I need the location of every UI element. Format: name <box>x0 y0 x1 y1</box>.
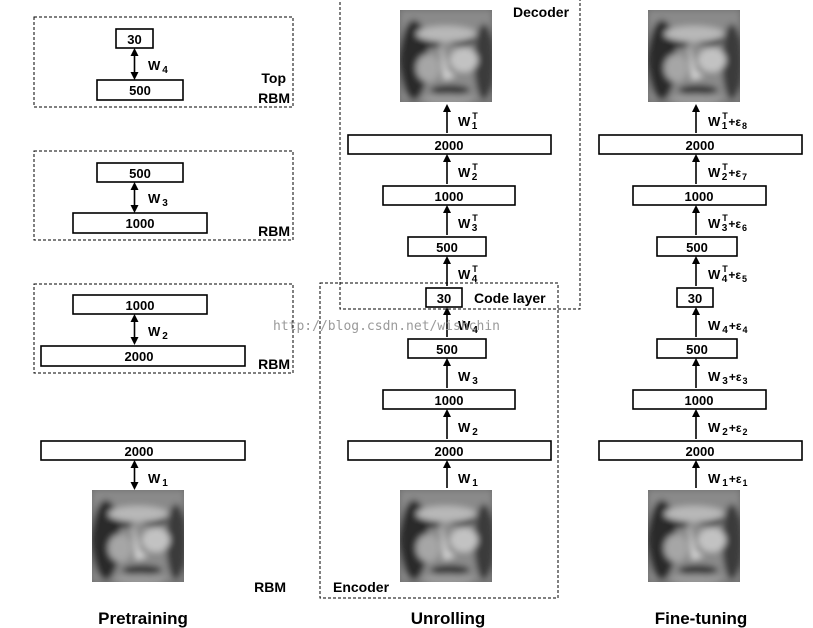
rbm3-frame <box>33 150 294 241</box>
finetuning-code-label: 30 <box>688 291 702 306</box>
encoder-frame <box>319 282 559 599</box>
rbm3-upper-label: 500 <box>129 166 151 181</box>
decoder-frame <box>339 0 581 310</box>
rbm3-upper-box <box>96 162 184 183</box>
pretraining-title: Pretraining <box>98 609 188 628</box>
rbm3-rbm-label: RBM <box>258 223 290 239</box>
rbm1-rbm-label: RBM <box>254 579 286 595</box>
unrolling-title: Unrolling <box>411 609 486 628</box>
encoder-label: Encoder <box>333 579 390 595</box>
unrolling-layer-1000-top-label: 1000 <box>435 189 464 204</box>
pretraining-face-image <box>92 490 186 586</box>
unrolling-layer-1000-bottom-label: 1000 <box>435 393 464 408</box>
rbm1-upper-box <box>40 440 246 461</box>
rbm3-lower-box <box>72 212 208 234</box>
unrolling-layer-2000-top-label: 2000 <box>435 138 464 153</box>
decoder-label: Decoder <box>513 4 570 20</box>
rbm-top-frame <box>33 16 294 108</box>
rbm4-upper-label: 30 <box>127 32 141 47</box>
rbm-top-label-rbm: RBM <box>258 90 290 106</box>
rbm-top-label-top: Top <box>261 70 286 86</box>
unrolling-input-face-image <box>400 490 494 586</box>
rbm2-upper-box <box>72 294 208 315</box>
finetuning-output-face-image <box>648 10 742 106</box>
rbm2-rbm-label: RBM <box>258 356 290 372</box>
finetuning-layer-2000-top-label: 2000 <box>686 138 715 153</box>
finetuning-layer-1000-bottom-label: 1000 <box>685 393 714 408</box>
rbm3-lower-label: 1000 <box>126 216 155 231</box>
finetuning-layer-2000-top <box>598 134 803 155</box>
rbm2-lower-label: 2000 <box>125 349 154 364</box>
unrolling-code-label: 30 <box>437 291 451 306</box>
rbm2-frame <box>33 283 294 374</box>
finetuning-layer-1000-top-label: 1000 <box>685 189 714 204</box>
unrolling-layer-2000-bottom-label: 2000 <box>435 444 464 459</box>
finetuning-title: Fine-tuning <box>655 609 748 628</box>
unrolling-output-face-image <box>400 10 494 106</box>
rbm1-upper-label: 2000 <box>125 444 154 459</box>
finetuning-layer-2000-bottom-label: 2000 <box>686 444 715 459</box>
finetuning-layer-2000-bottom <box>598 440 803 461</box>
finetuning-layer-500-bottom-label: 500 <box>686 342 708 357</box>
code-layer-label: Code layer <box>474 290 546 306</box>
watermark-text: http://blog.csdn.net/wishchin <box>273 319 500 334</box>
rbm4-lower-box <box>96 79 184 101</box>
unrolling-layer-500-bottom-label: 500 <box>436 342 458 357</box>
rbm4-lower-label: 500 <box>129 83 151 98</box>
finetuning-layer-500-top-label: 500 <box>686 240 708 255</box>
finetuning-input-face-image <box>648 490 742 586</box>
rbm2-upper-label: 1000 <box>126 298 155 313</box>
rbm2-lower-box <box>40 345 246 367</box>
unrolling-layer-500-top-label: 500 <box>436 240 458 255</box>
